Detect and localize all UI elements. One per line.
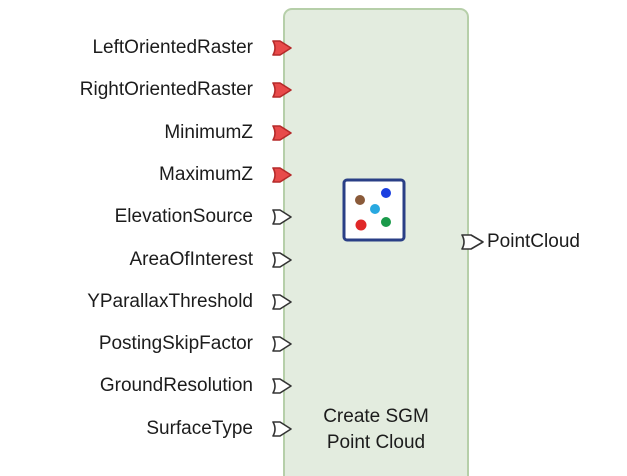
output-port-connector-pointcloud[interactable] [461,234,485,250]
input-port-row-maximumz[interactable]: MaximumZ [0,161,253,189]
input-port-connector-groundresolution[interactable] [272,378,292,394]
input-port-label-areaofinterest[interactable]: AreaOfInterest [129,249,253,270]
input-port-label-maximumz[interactable]: MaximumZ [159,164,253,185]
input-port-connector-elevationsource[interactable] [272,209,292,225]
node-title-line-1: Create SGM [323,406,429,427]
node-title: Create SGM Point Cloud [286,404,466,456]
input-port-label-yparallaxthreshold[interactable]: YParallaxThreshold [87,291,253,312]
input-port-label-elevationsource[interactable]: ElevationSource [114,206,253,227]
input-port-connector-yparallaxthreshold[interactable] [272,294,292,310]
create-sgm-point-cloud-node[interactable] [283,8,469,476]
input-port-connector-surfacetype[interactable] [272,421,292,437]
input-port-connector-areaofinterest[interactable] [272,252,292,268]
input-port-row-minimumz[interactable]: MinimumZ [0,119,253,147]
input-port-connector-maximumz[interactable] [272,167,292,183]
output-port-label-pointcloud[interactable]: PointCloud [487,231,580,252]
input-port-row-leftorientedraster[interactable]: LeftOrientedRaster [0,34,253,62]
input-port-connector-minimumz[interactable] [272,125,292,141]
input-port-connector-leftorientedraster[interactable] [272,40,292,56]
node-title-line-2: Point Cloud [326,432,426,453]
input-port-label-postingskipfactor[interactable]: PostingSkipFactor [98,333,253,354]
input-port-connector-postingskipfactor[interactable] [272,336,292,352]
input-port-row-groundresolution[interactable]: GroundResolution [0,372,253,400]
input-port-label-surfacetype[interactable]: SurfaceType [146,418,253,439]
input-port-label-leftorientedraster[interactable]: LeftOrientedRaster [92,37,253,58]
input-port-label-rightorientedraster[interactable]: RightOrientedRaster [79,79,253,100]
input-port-row-surfacetype[interactable]: SurfaceType [0,415,253,443]
input-port-row-postingskipfactor[interactable]: PostingSkipFactor [0,330,253,358]
input-port-row-areaofinterest[interactable]: AreaOfInterest [0,246,253,274]
point-cloud-icon [342,178,406,242]
input-port-row-elevationsource[interactable]: ElevationSource [0,203,253,231]
input-port-label-groundresolution[interactable]: GroundResolution [99,375,253,396]
input-port-connector-rightorientedraster[interactable] [272,82,292,98]
input-port-label-minimumz[interactable]: MinimumZ [164,122,253,143]
input-port-row-rightorientedraster[interactable]: RightOrientedRaster [0,76,253,104]
input-port-row-yparallaxthreshold[interactable]: YParallaxThreshold [0,288,253,316]
